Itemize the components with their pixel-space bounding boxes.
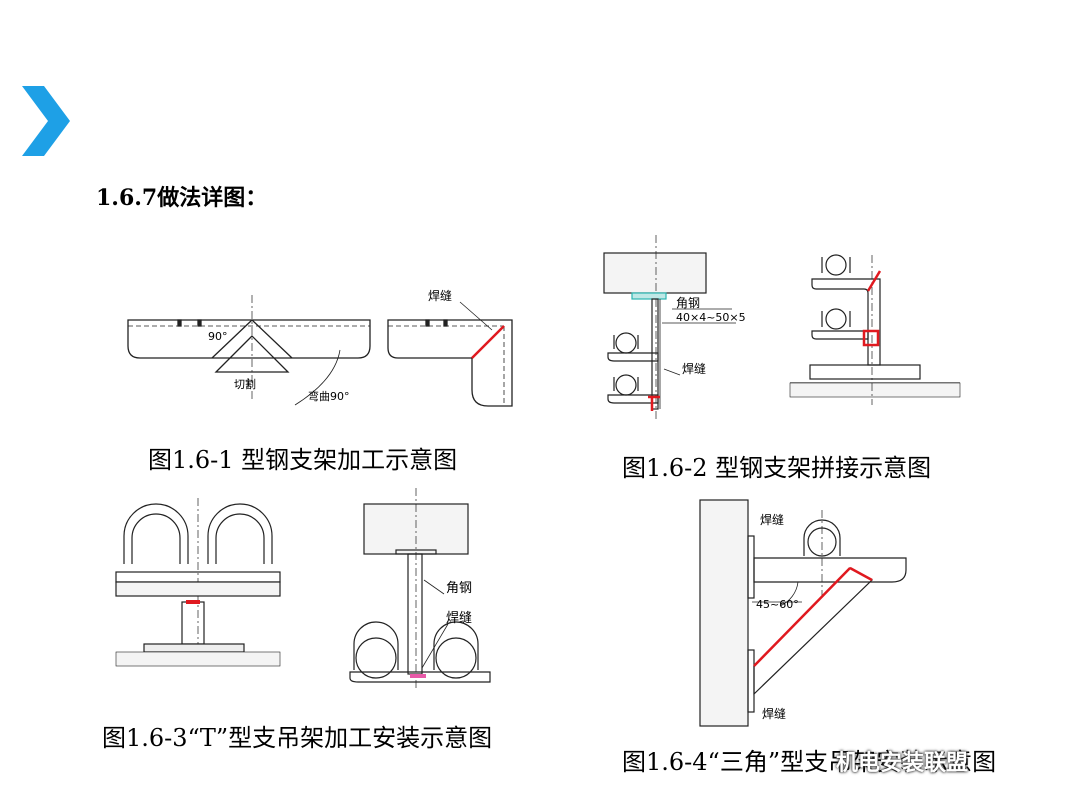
figure-2-drawing: 角钢 40×4~50×5 焊缝 — [603, 235, 961, 420]
fig1-cut-label: 切割 — [234, 377, 256, 391]
fig2-spec-label: 40×4~50×5 — [676, 311, 746, 324]
fig1-bend-label: 弯曲90° — [308, 389, 350, 403]
section-title: 1.6.7做法详图： — [96, 185, 268, 211]
figure-3-drawing: 角钢 焊缝 — [115, 488, 491, 688]
fig2-weld-label: 焊缝 — [682, 361, 706, 376]
chevron-right-icon — [22, 86, 70, 156]
figure-1-drawing: 90° 切割 弯曲90° 焊缝 — [127, 288, 513, 407]
fig3-angle-steel-label: 角钢 — [446, 581, 472, 596]
fig1-angle-label: 90° — [208, 330, 228, 343]
watermark: 机电安装联盟 — [836, 751, 969, 776]
fig4-weld-top-label: 焊缝 — [760, 512, 784, 527]
figure-3-caption: 图1.6-3“T”型支吊架加工安装示意图 — [102, 724, 493, 752]
fig4-weld-bottom-label: 焊缝 — [762, 706, 786, 721]
figure-2-caption: 图1.6-2 型钢支架拼接示意图 — [622, 454, 932, 482]
fig4-angle-label: 45~60° — [756, 598, 799, 611]
figure-4-drawing: 焊缝 45~60° 焊缝 — [699, 499, 907, 727]
figure-4-caption: 图1.6-4“三角”型支吊架安装示意图 — [622, 748, 997, 776]
fig1-weld-label: 焊缝 — [428, 288, 452, 303]
figure-1-caption: 图1.6-1 型钢支架加工示意图 — [148, 446, 458, 474]
fig2-angle-steel-label: 角钢 — [676, 296, 700, 310]
fig3-weld-label: 焊缝 — [446, 610, 472, 626]
